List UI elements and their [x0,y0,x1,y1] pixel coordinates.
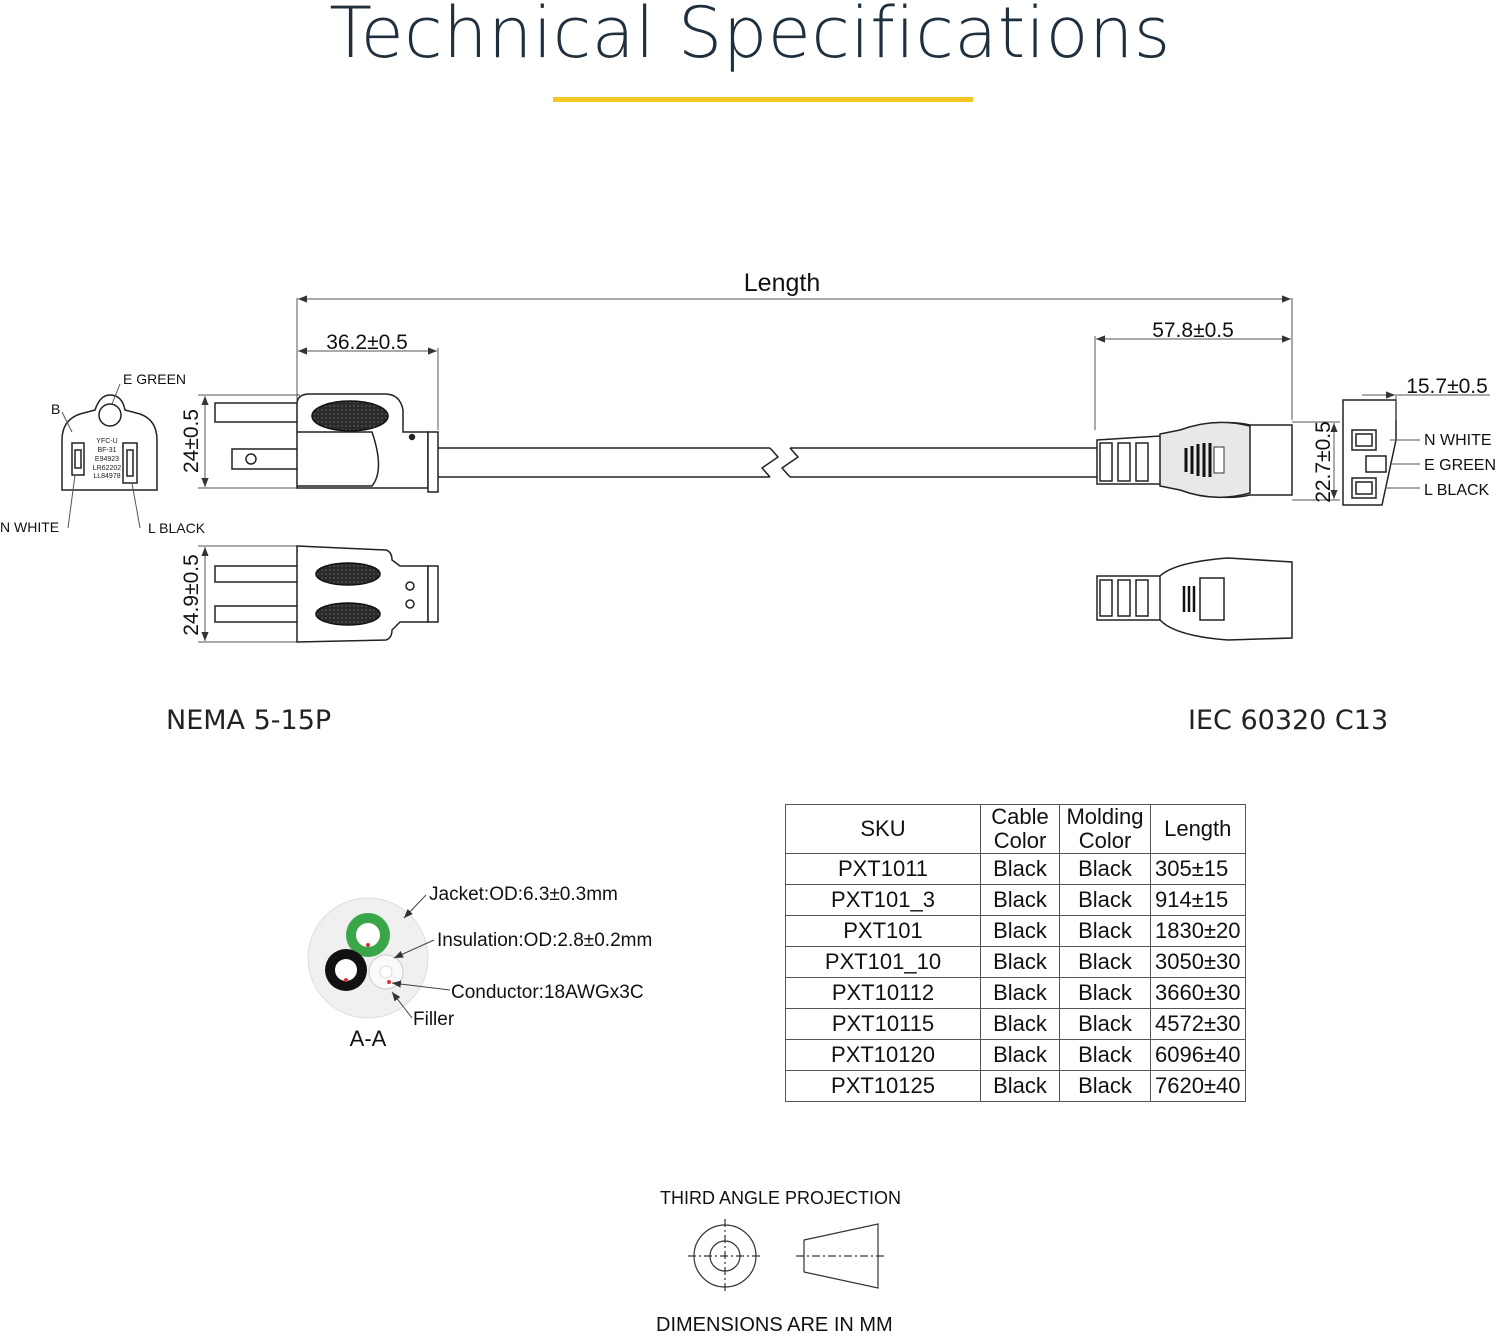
cable-color-cell: Black [980,1039,1060,1071]
connector-e-label: E GREEN [1424,457,1496,474]
filler-label: Filler [413,1009,455,1030]
plug-bottom-view [214,545,439,643]
svg-text:LL84978: LL84978 [93,473,120,480]
connector-face-dim-value: 15.7±0.5 [1406,375,1488,398]
length-cell: 7620±40 [1150,1070,1246,1102]
section-label: A-A [350,1026,387,1051]
plug-height-value: 24±0.5 [180,409,203,473]
molding-color-cell: Black [1059,884,1151,916]
molding-color-cell: Black [1059,853,1151,885]
plug-height-dimension [198,394,300,489]
sku-cell: PXT10112 [785,977,981,1009]
connector-caption: IEC 60320 C13 [1188,705,1389,736]
svg-text:E94923: E94923 [95,456,119,463]
length-cell: 1830±20 [1150,915,1246,947]
cable-color-cell: Black [980,1008,1060,1040]
svg-text:BF-31: BF-31 [97,447,116,454]
svg-text:LR62202: LR62202 [93,465,122,472]
cable-color-cell: Black [980,977,1060,1009]
plug-e-label: E GREEN [123,371,186,387]
length-cell: 3050±30 [1150,946,1246,978]
length-header: Length [1150,804,1246,854]
length-dimension [296,295,1293,420]
length-cell: 4572±30 [1150,1008,1246,1040]
plug-width-dimension [298,347,439,430]
cable-cross-section [307,897,429,1019]
jacket-label: Jacket:OD:6.3±0.3mm [429,884,618,905]
projection-symbol [688,1219,886,1293]
cable-color-cell: Black [980,946,1060,978]
insulation-label: Insulation:OD:2.8±0.2mm [437,930,652,951]
cable-color-cell: Black [980,884,1060,916]
connector-height-value: 22.7±0.5 [1312,421,1335,503]
plug-side-view [214,393,439,493]
dimensions-note: DIMENSIONS ARE IN MM [656,1314,893,1336]
molding-color-cell: Black [1059,977,1151,1009]
sku-cell: PXT10120 [785,1039,981,1071]
connector-l-label: L BLACK [1424,482,1490,499]
cross-section-leaders [391,894,451,1019]
plug-face-view [61,394,158,491]
connector-width-value: 57.8±0.5 [1152,319,1234,342]
sku-cell: PXT1011 [785,853,981,885]
length-cell: 3660±30 [1150,977,1246,1009]
length-cell: 914±15 [1150,884,1246,916]
connector-n-label: N WHITE [1424,432,1492,449]
page-title: Technical Specifications [329,0,1171,74]
title-underline [553,97,973,102]
cable-color-cell: Black [980,853,1060,885]
plug-face-leaders [61,383,141,529]
sku-cell: PXT10115 [785,1008,981,1040]
connector-bottom-view [1096,557,1293,641]
plug-width-value: 36.2±0.5 [326,331,408,354]
plug-n-label: N WHITE [0,519,59,535]
plug-l-label: L BLACK [148,520,206,536]
cable-color-cell: Black [980,915,1060,947]
molding-color-cell: Black [1059,1008,1151,1040]
projection-title: THIRD ANGLE PROJECTION [660,1188,902,1208]
length-cell: 305±15 [1150,853,1246,885]
sku-cell: PXT10125 [785,1070,981,1102]
sku-header: SKU [785,804,981,854]
length-label: Length [744,269,820,297]
connector-face-view [1342,399,1397,506]
connector-width-dimension [1094,335,1291,430]
plug-bottom-dimension [198,545,300,643]
svg-text:YFC-U: YFC-U [96,438,117,445]
conductor-label: Conductor:18AWGx3C [451,982,644,1003]
plug-caption: NEMA 5-15P [166,705,332,736]
molding-color-cell: Black [1059,1070,1151,1102]
plug-face-markings: YFC-U BF-31 E94923 LR62202 LL84978 [93,438,122,480]
connector-face-dimension [1362,391,1490,489]
cable-color-cell: Black [980,1070,1060,1102]
sku-cell: PXT101_10 [785,946,981,978]
connector-height-dimension [1292,421,1340,501]
plug-b-label: B [51,401,60,417]
sku-cell: PXT101_3 [785,884,981,916]
length-cell: 6096±40 [1150,1039,1246,1071]
molding-color-cell: Black [1059,1039,1151,1071]
cable [438,447,1097,478]
connector-side-view [1096,421,1293,499]
sku-cell: PXT101 [785,915,981,947]
molding-color-cell: Black [1059,946,1151,978]
plug-bottom-height-value: 24.9±0.5 [180,554,203,636]
molding-color-cell: Black [1059,915,1151,947]
